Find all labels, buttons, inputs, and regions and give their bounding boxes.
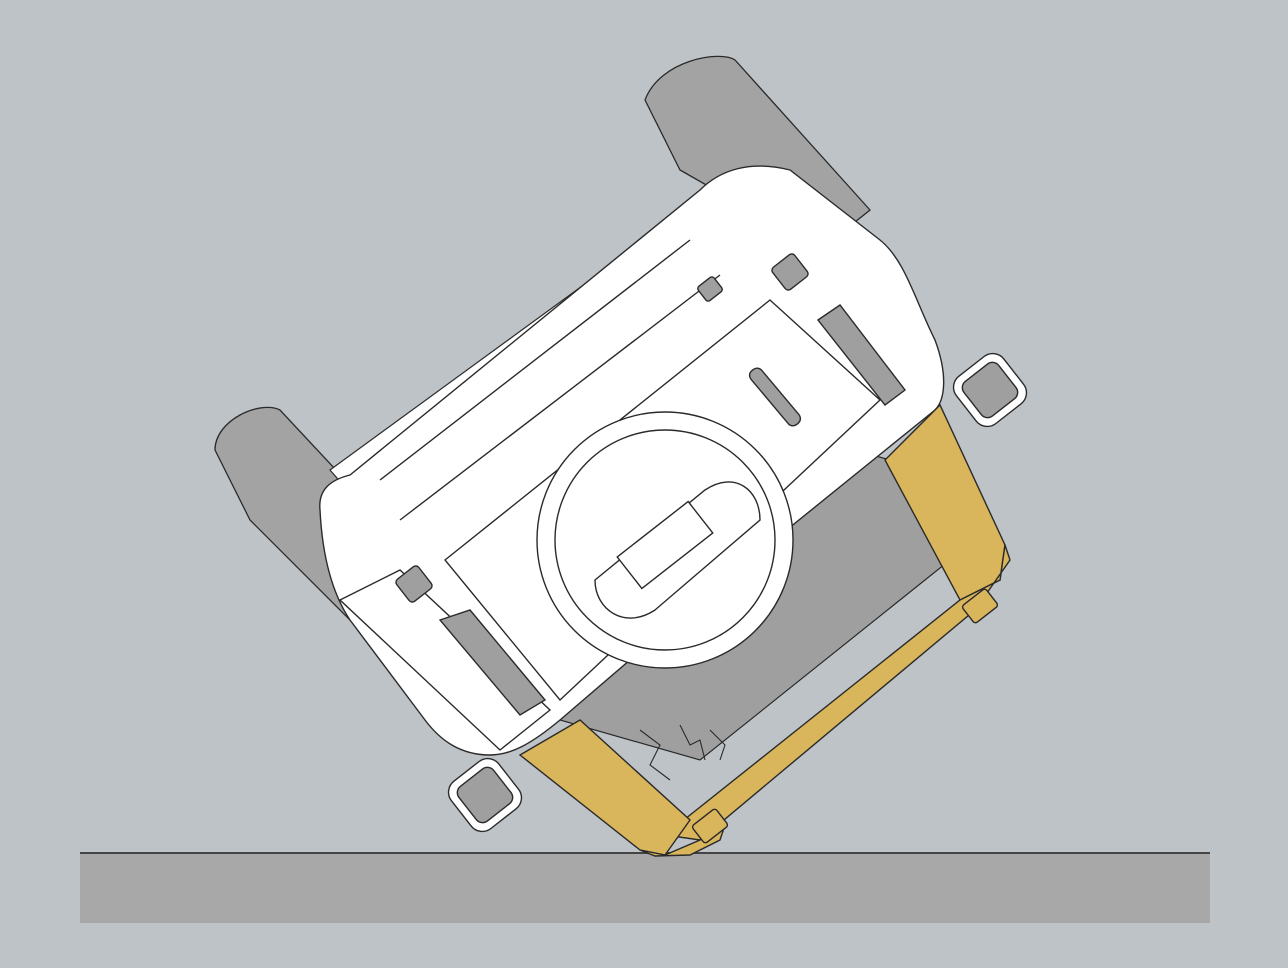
c-pillar-left [518, 719, 691, 856]
tail-light-left [438, 609, 547, 716]
crack-2 [679, 724, 706, 761]
small-square [697, 276, 723, 302]
ground-slab [80, 853, 1210, 923]
handle-slot [748, 367, 802, 427]
sensor-right [771, 253, 809, 291]
spare-wheel [536, 411, 794, 669]
rear-hook [691, 808, 729, 844]
roof-pillars-highlight [518, 403, 1011, 857]
spare-cover-plate [616, 500, 714, 590]
mirror-right-glass [961, 361, 1019, 419]
tail-light-right [816, 304, 906, 406]
crack-1 [639, 729, 671, 781]
rear-bumper [338, 569, 552, 751]
door-seam-1 [379, 239, 691, 481]
mirror-left-glass [456, 766, 514, 824]
door-seam-2 [399, 274, 721, 521]
crack-3 [709, 729, 726, 761]
roof-cracks [639, 724, 726, 781]
front-hook [961, 588, 999, 624]
ground [80, 852, 1210, 923]
sensor-left [395, 565, 433, 603]
side-mirrors [447, 352, 1028, 833]
